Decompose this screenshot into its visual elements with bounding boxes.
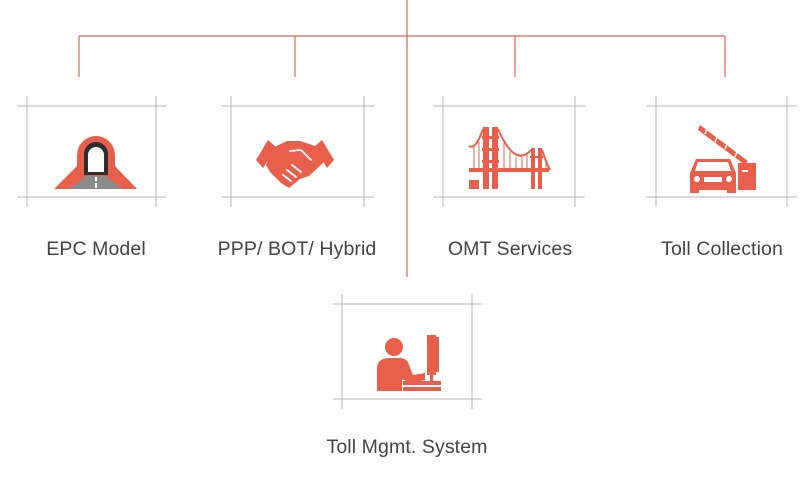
frame-epc bbox=[17, 96, 166, 207]
label-epc-model: EPC Model bbox=[46, 238, 146, 260]
label-omt-services: OMT Services bbox=[447, 238, 573, 260]
bridge-icon bbox=[468, 127, 551, 189]
connector-lines bbox=[78, 0, 726, 277]
computer-operator-icon bbox=[377, 335, 441, 391]
label-ppp-bot-hybrid: PPP/ BOT/ Hybrid bbox=[217, 238, 377, 260]
toll-barrier-car-icon bbox=[690, 125, 756, 193]
tunnel-icon bbox=[54, 136, 137, 189]
frame-omt bbox=[433, 96, 585, 207]
handshake-icon bbox=[256, 140, 334, 188]
label-toll-collection: Toll Collection bbox=[661, 238, 783, 260]
frame-toll bbox=[646, 96, 797, 207]
frame-ppp bbox=[221, 96, 374, 207]
label-toll-mgmt-system: Toll Mgmt. System bbox=[326, 436, 488, 458]
node-frames bbox=[17, 96, 797, 409]
frame-tms bbox=[333, 294, 482, 409]
